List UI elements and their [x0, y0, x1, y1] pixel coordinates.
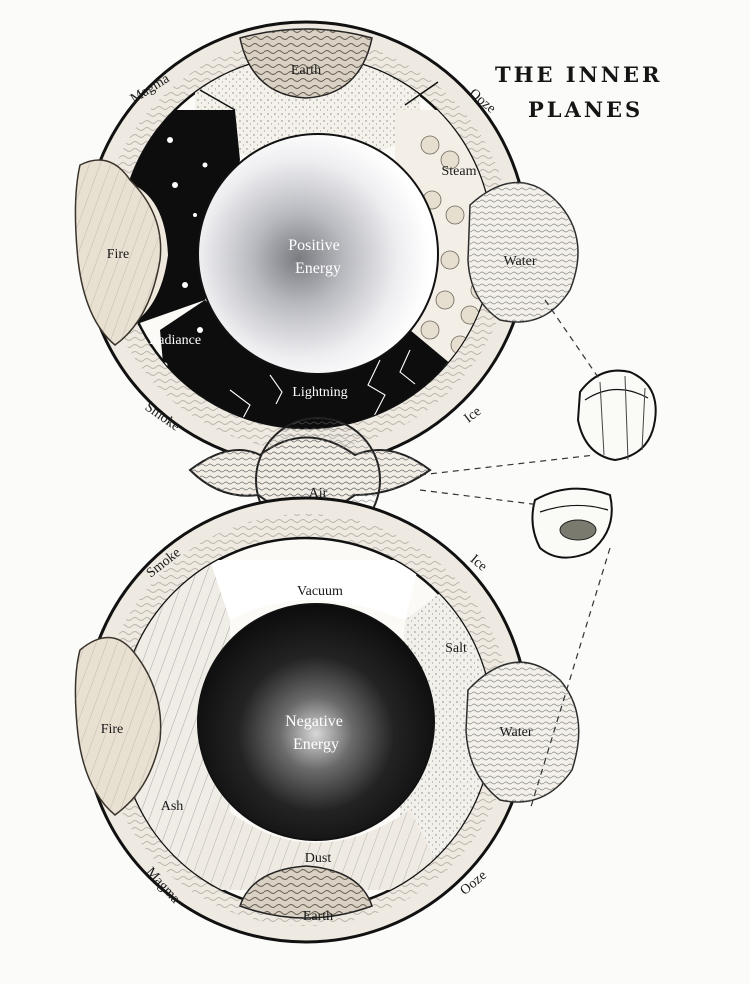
- upper-ring: Earth Magma Ooze Fire Steam Water Radian…: [74, 20, 579, 468]
- title-line-2: PLANES: [528, 97, 643, 122]
- upper-lightning-label: Lightning: [292, 385, 347, 400]
- lower-fire-label: Fire: [101, 722, 124, 737]
- negative-energy-label-1: Negative: [285, 713, 343, 730]
- air-region: Air: [188, 417, 432, 543]
- lower-salt-label: Salt: [445, 641, 467, 656]
- negative-energy-label-2: Energy: [293, 736, 339, 753]
- upper-radiance-label: Radiance: [149, 333, 201, 348]
- title-line-1: THE INNER: [495, 62, 662, 87]
- positive-energy-label-1: Positive: [288, 237, 340, 254]
- lower-vacuum-region: [210, 560, 420, 620]
- upper-fire-label: Fire: [107, 247, 130, 262]
- upper-ice-label: Ice: [461, 404, 484, 426]
- title: THE INNER PLANES: [495, 62, 662, 122]
- negative-energy-sphere: [197, 603, 435, 841]
- upper-steam-label: Steam: [442, 164, 477, 179]
- upper-earth-label: Earth: [291, 63, 321, 78]
- lower-vacuum-label: Vacuum: [297, 584, 343, 599]
- lower-ring: Smoke Ice Vacuum Salt Fire Water Ash Dus…: [74, 496, 580, 944]
- lower-hemisphere-inset: [531, 487, 613, 559]
- positive-energy-sphere: [197, 133, 439, 375]
- lower-ash-label: Ash: [161, 799, 184, 814]
- lower-earth-label: Earth: [303, 909, 333, 924]
- lower-water-label: Water: [499, 725, 532, 740]
- lower-dust-label: Dust: [305, 851, 332, 866]
- positive-energy-label-2: Energy: [295, 260, 341, 277]
- upper-hemisphere-inset: [576, 369, 657, 462]
- upper-water-label: Water: [503, 254, 536, 269]
- projection-lines: [419, 299, 611, 811]
